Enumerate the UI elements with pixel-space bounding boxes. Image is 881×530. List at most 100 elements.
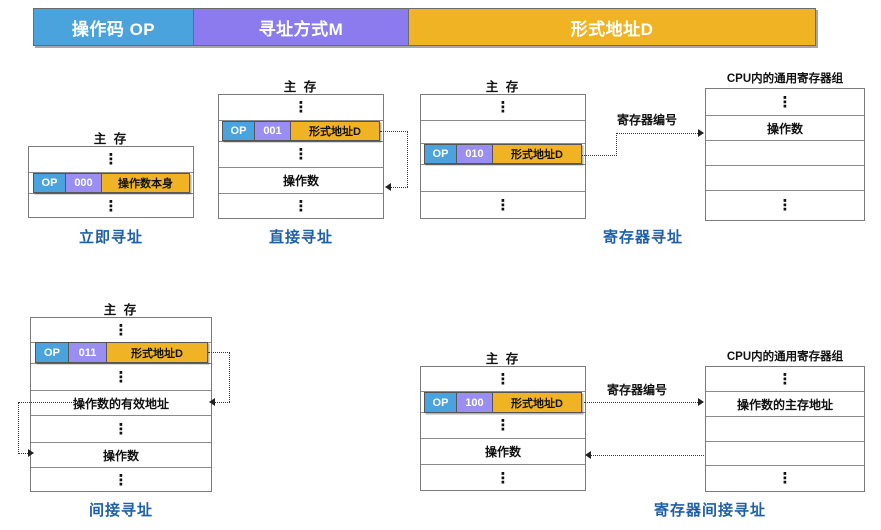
- instruction-mode-field: 001: [255, 122, 291, 140]
- table-row: [421, 465, 585, 491]
- register-indirect-memory-table: 操作数: [420, 366, 586, 491]
- format-segment-opcode: 操作码 OP: [34, 9, 194, 45]
- table-row: [219, 95, 383, 121]
- register-indirect-arrowhead-b-icon: [585, 451, 591, 459]
- vertical-dots-icon: [294, 147, 309, 162]
- direct-memory-title: 主 存: [283, 80, 319, 94]
- indirect-connector-a-vertical: [229, 352, 230, 402]
- vertical-dots-icon: [778, 372, 793, 387]
- instruction-address-field: 形式地址D: [107, 343, 207, 362]
- instruction-address-field: 形式地址D: [493, 393, 581, 412]
- table-row-effective-address: 操作数的有效地址: [31, 391, 211, 416]
- mode-label-register: 寄存器寻址: [602, 229, 683, 246]
- indirect-arrowhead-a-icon: [209, 398, 215, 406]
- format-segment-addressing-mode: 寻址方式M: [194, 9, 409, 45]
- register-edge-label: 寄存器编号: [617, 113, 678, 127]
- vertical-dots-icon: [778, 95, 793, 110]
- instruction-mode-field: 100: [457, 393, 493, 412]
- instruction-opcode-field: OP: [34, 174, 66, 192]
- direct-connector-horizontal-bottom: [391, 187, 408, 188]
- table-row: [706, 89, 864, 116]
- vertical-dots-icon: [114, 473, 129, 488]
- indirect-connector-b-vertical: [18, 402, 19, 454]
- mode-label-indirect: 间接寻址: [88, 502, 153, 519]
- indirect-connector-b-horizontal-bottom: [18, 453, 30, 454]
- mode-label-register-indirect: 寄存器间接寻址: [653, 502, 766, 519]
- register-file-title: CPU内的通用寄存器组: [726, 73, 844, 85]
- direct-connector-vertical: [407, 131, 408, 187]
- table-row-instruction: [29, 173, 193, 194]
- format-segment-formal-address: 形式地址D: [409, 9, 815, 45]
- table-row: [706, 191, 864, 220]
- table-row: [31, 468, 211, 492]
- table-row: [421, 121, 585, 144]
- vertical-dots-icon: [496, 198, 511, 213]
- vertical-dots-icon: [114, 422, 129, 437]
- register-connector-vertical: [616, 133, 617, 156]
- vertical-dots-icon: [114, 370, 129, 385]
- vertical-dots-icon: [778, 471, 793, 486]
- indirect-connector-a-horizontal-bottom: [215, 402, 230, 403]
- table-row-instruction: [31, 343, 211, 364]
- register-indirect-arrowhead-a-icon: [698, 398, 704, 406]
- vertical-dots-icon: [496, 372, 511, 387]
- instruction-format-bar: 操作码 OP 寻址方式M 形式地址D: [33, 8, 816, 46]
- register-connector-horizontal-low: [582, 155, 617, 156]
- table-row: [31, 416, 211, 443]
- mode-label-direct: 直接寻址: [268, 229, 333, 246]
- table-row: [706, 417, 864, 442]
- table-row-operand: 操作数: [706, 116, 864, 141]
- table-row: [706, 367, 864, 392]
- register-arrowhead-icon: [698, 129, 704, 137]
- direct-connector-horizontal-top: [380, 131, 408, 132]
- table-row: [29, 147, 193, 173]
- table-row: [421, 95, 585, 121]
- indirect-memory-title: 主 存: [103, 303, 139, 317]
- instruction-address-field: 操作数本身: [102, 174, 189, 192]
- vertical-dots-icon: [496, 418, 511, 433]
- table-row: [706, 466, 864, 491]
- mode-label-immediate: 立即寻址: [78, 229, 143, 246]
- vertical-dots-icon: [294, 199, 309, 214]
- table-row: [31, 318, 211, 343]
- register-connector-horizontal-high: [616, 133, 700, 134]
- table-row-instruction: [421, 144, 585, 165]
- indirect-connector-a-horizontal-top: [208, 352, 230, 353]
- register-indirect-instruction-word: OP 100 形式地址D: [424, 392, 582, 413]
- register-file-table: 操作数: [705, 88, 865, 221]
- vertical-dots-icon: [104, 199, 119, 214]
- vertical-dots-icon: [778, 198, 793, 213]
- register-indirect-file-title: CPU内的通用寄存器组: [726, 351, 844, 363]
- table-row: [31, 364, 211, 391]
- table-row-instruction: [219, 121, 383, 142]
- table-row-operand: 操作数: [219, 168, 383, 194]
- vertical-dots-icon: [114, 323, 129, 338]
- register-indirect-edge-label: 寄存器编号: [607, 383, 668, 397]
- instruction-opcode-field: OP: [36, 343, 69, 362]
- vertical-dots-icon: [294, 100, 309, 115]
- table-row: [421, 165, 585, 192]
- instruction-mode-field: 000: [66, 174, 102, 192]
- table-row: [421, 413, 585, 439]
- table-row: [29, 194, 193, 218]
- indirect-arrowhead-b-icon: [28, 449, 34, 457]
- direct-instruction-word: OP 001 形式地址D: [222, 121, 380, 141]
- instruction-opcode-field: OP: [223, 122, 255, 140]
- register-instruction-word: OP 010 形式地址D: [424, 144, 582, 164]
- vertical-dots-icon: [496, 471, 511, 486]
- instruction-address-field: 形式地址D: [291, 122, 379, 140]
- direct-arrowhead-icon: [385, 183, 391, 191]
- register-memory-title: 主 存: [485, 80, 521, 94]
- direct-memory-table: 操作数: [218, 94, 384, 219]
- vertical-dots-icon: [104, 152, 119, 167]
- table-row-register-address: 操作数的主存地址: [706, 392, 864, 417]
- table-row: [706, 141, 864, 166]
- instruction-address-field: 形式地址D: [493, 145, 581, 163]
- instruction-opcode-field: OP: [425, 393, 457, 412]
- immediate-instruction-word: OP 000 操作数本身: [33, 173, 190, 193]
- instruction-mode-field: 011: [69, 343, 107, 362]
- table-row: [706, 166, 864, 191]
- table-row: [421, 192, 585, 219]
- table-row: [421, 367, 585, 392]
- indirect-connector-b-horizontal-top: [18, 402, 88, 403]
